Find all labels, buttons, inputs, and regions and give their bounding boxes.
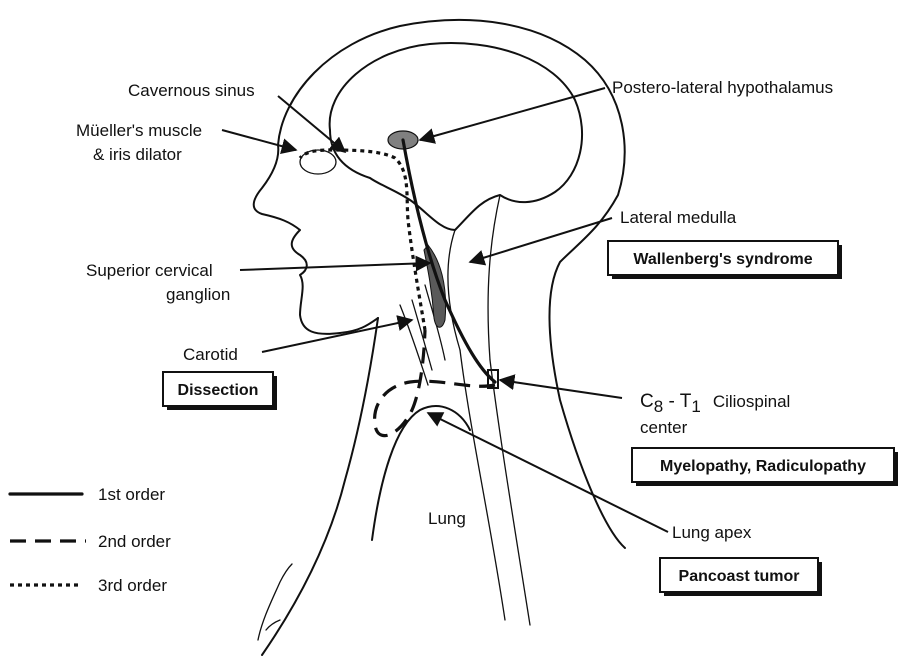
- head-neck-illustration: [254, 20, 625, 655]
- label-lung: Lung: [428, 509, 466, 528]
- artist-signature: [258, 564, 292, 640]
- box-dissection-text: Dissection: [178, 382, 259, 399]
- superior-cervical-ganglion-mark: [424, 245, 446, 327]
- legend-label-3rd-order: 3rd order: [98, 576, 167, 595]
- arrow-superior-cervical: [240, 263, 430, 270]
- box-myelopathy: Myelopathy, Radiculopathy: [632, 448, 898, 486]
- label-cavernous-sinus: Cavernous sinus: [128, 81, 255, 100]
- label-muellers-muscle: Müeller's muscle: [76, 121, 202, 140]
- brainstem-outline: [448, 195, 500, 360]
- label-ganglion: ganglion: [166, 285, 230, 304]
- arrow-cavernous-sinus: [278, 96, 345, 152]
- label-carotid: Carotid: [183, 345, 238, 364]
- spinal-cord-outline: [460, 350, 530, 625]
- box-pancoast: Pancoast tumor: [660, 558, 822, 596]
- label-iris-dilator: & iris dilator: [93, 145, 182, 164]
- legend: 1st order 2nd order 3rd order: [10, 485, 171, 595]
- pathway-lines: [300, 140, 498, 436]
- box-myelopathy-text: Myelopathy, Radiculopathy: [660, 458, 866, 475]
- brain-outline: [330, 43, 582, 230]
- label-hypothalamus: Postero-lateral hypothalamus: [612, 78, 833, 97]
- box-pancoast-text: Pancoast tumor: [679, 568, 800, 585]
- arrow-hypothalamus: [420, 88, 605, 140]
- label-lateral-medulla: Lateral medulla: [620, 208, 737, 227]
- label-lung-apex: Lung apex: [672, 523, 752, 542]
- arrow-lateral-medulla: [470, 218, 612, 262]
- clinical-boxes: Wallenberg's syndrome Dissection Myelopa…: [163, 241, 898, 596]
- legend-label-1st-order: 1st order: [98, 485, 165, 504]
- label-center: center: [640, 418, 688, 437]
- second-order-neuron: [375, 330, 495, 436]
- arrow-ciliospinal: [500, 380, 622, 398]
- neck-front: [262, 318, 378, 655]
- label-superior-cervical: Superior cervical: [86, 261, 213, 280]
- legend-label-2nd-order: 2nd order: [98, 532, 171, 551]
- box-wallenberg-text: Wallenberg's syndrome: [633, 251, 812, 268]
- arrow-carotid: [262, 320, 412, 352]
- arrow-muellers-muscle: [222, 130, 296, 150]
- third-order-neuron: [300, 150, 425, 330]
- box-wallenberg: Wallenberg's syndrome: [608, 241, 842, 279]
- box-dissection: Dissection: [163, 372, 277, 410]
- head-outline: [278, 20, 625, 548]
